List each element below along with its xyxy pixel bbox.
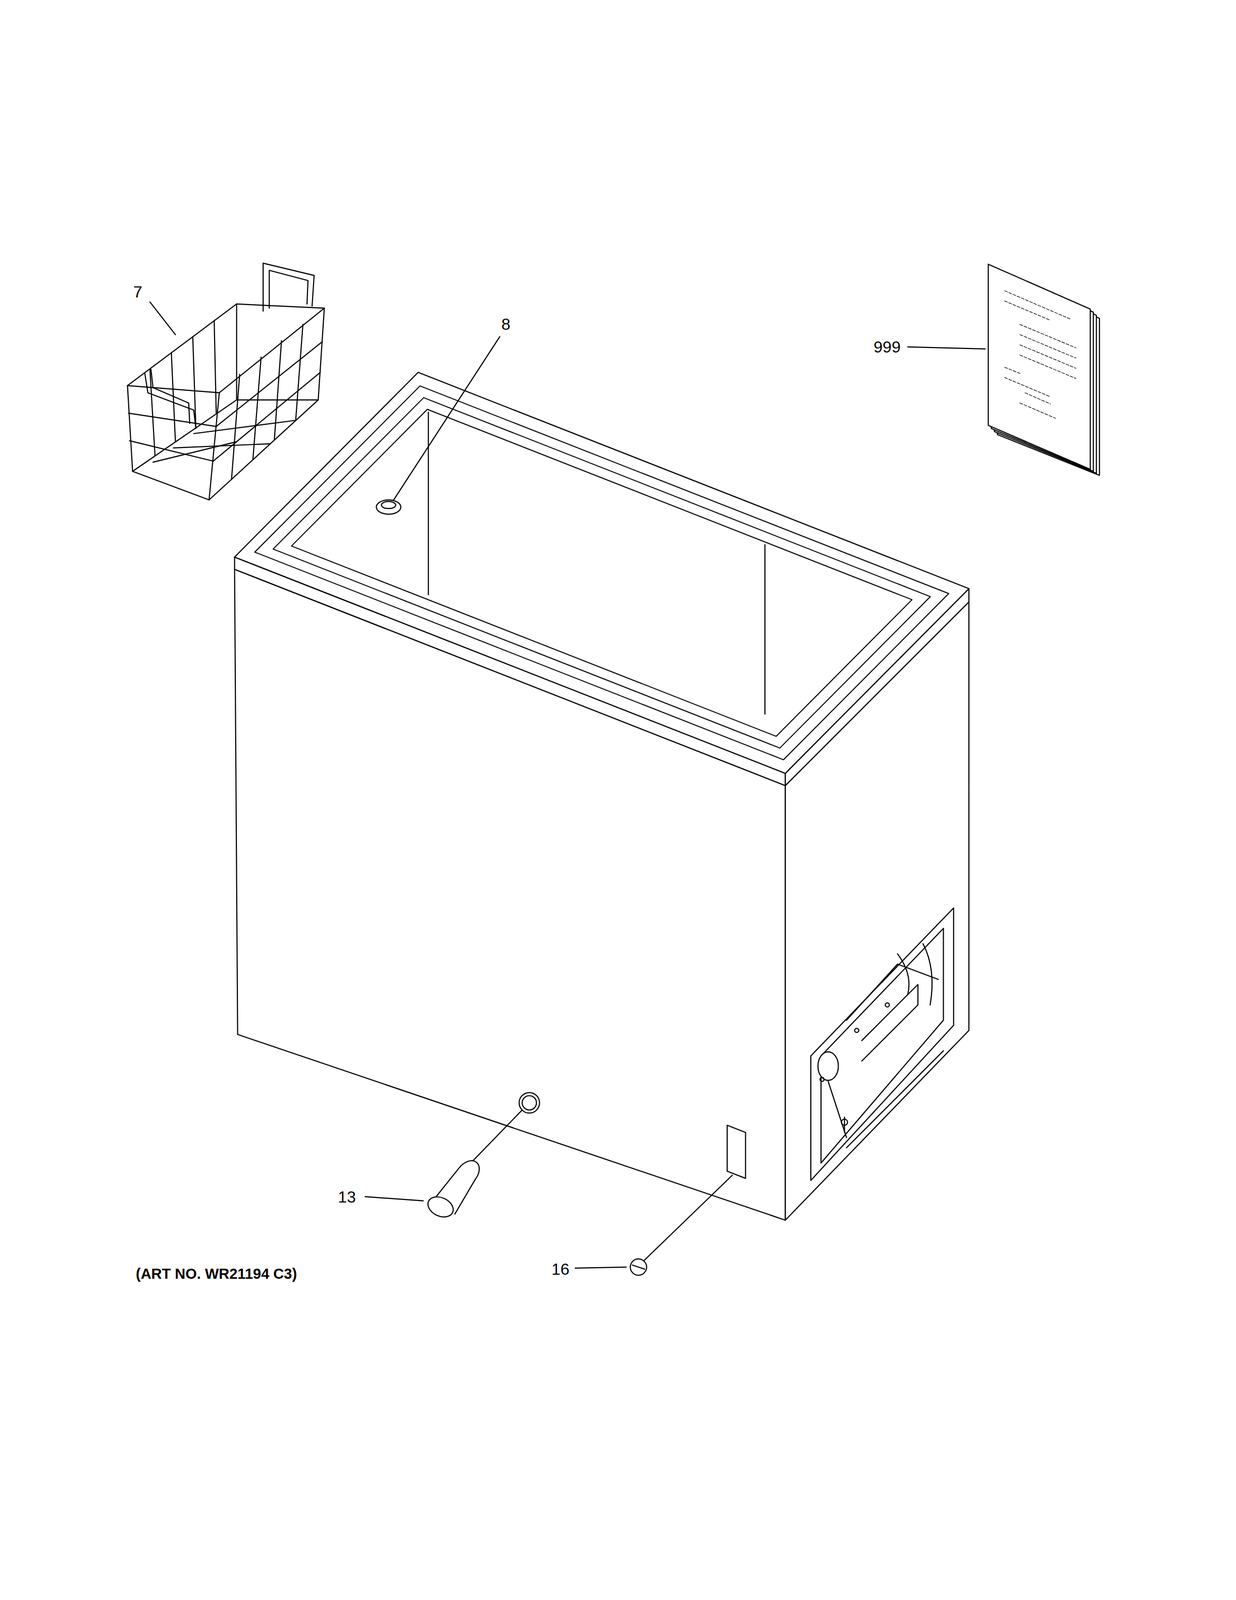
art-number: (ART NO. WR21194 C3) xyxy=(135,1266,297,1281)
callout-number: 13 xyxy=(337,1188,356,1205)
callout-number: 16 xyxy=(551,1260,570,1277)
callout-number: 8 xyxy=(501,316,511,333)
callout-number: 7 xyxy=(133,283,143,300)
callout-number: 999 xyxy=(873,338,901,355)
